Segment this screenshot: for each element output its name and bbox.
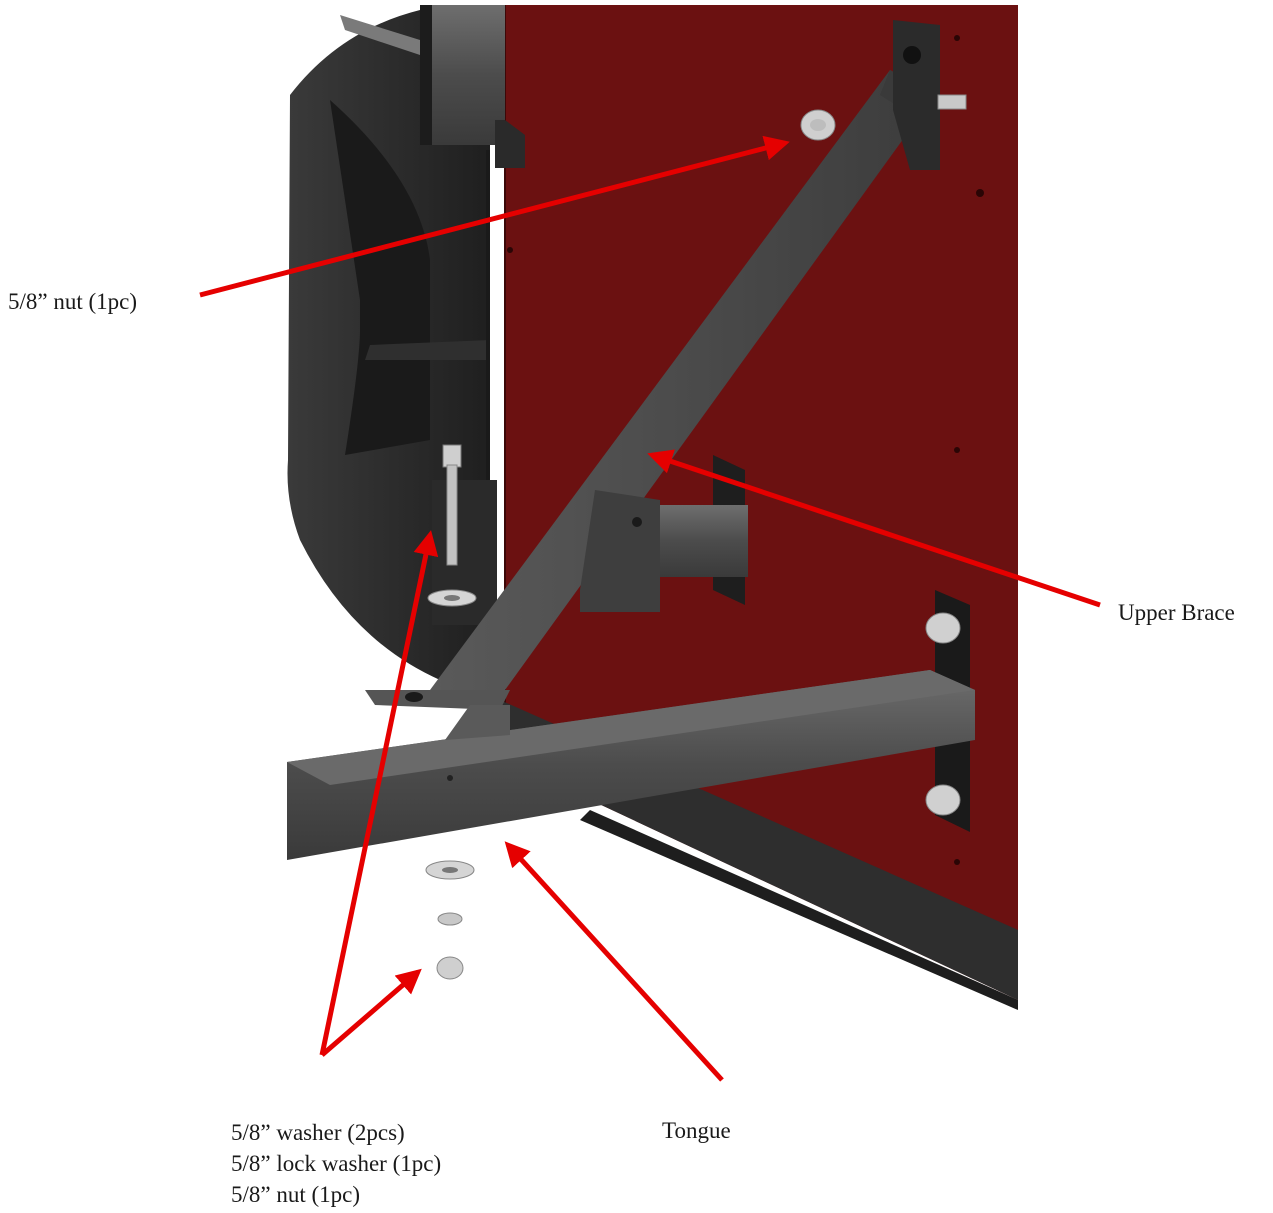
label-nut-bottom: 5/8” nut (1pc) bbox=[231, 1182, 361, 1207]
mid-connector bbox=[580, 455, 748, 612]
arrow-tongue bbox=[504, 841, 724, 1082]
arrow-lower-nut bbox=[320, 968, 422, 1057]
label-top-nut: 5/8” nut (1pc) bbox=[8, 289, 138, 314]
arrow-top-nut bbox=[199, 135, 790, 298]
vertical-bolt bbox=[427, 444, 497, 625]
label-upper-brace: Upper Brace bbox=[1118, 600, 1235, 625]
tongue-tube bbox=[287, 670, 975, 860]
arrow-upper-brace bbox=[647, 449, 1101, 608]
label-hardware-list: 5/8” washer (2pcs) 5/8” lock washer (1pc… bbox=[231, 1117, 441, 1210]
upper-brace bbox=[365, 20, 967, 710]
loose-hardware bbox=[425, 860, 475, 980]
label-lock-washer: 5/8” lock washer (1pc) bbox=[231, 1151, 442, 1176]
top-nut bbox=[800, 109, 836, 141]
callout-arrows bbox=[199, 135, 1101, 1082]
vertical-post bbox=[340, 5, 525, 168]
arrow-bolt bbox=[319, 530, 439, 1056]
label-washer: 5/8” washer (2pcs) bbox=[231, 1120, 405, 1145]
label-tongue: Tongue bbox=[662, 1118, 731, 1143]
